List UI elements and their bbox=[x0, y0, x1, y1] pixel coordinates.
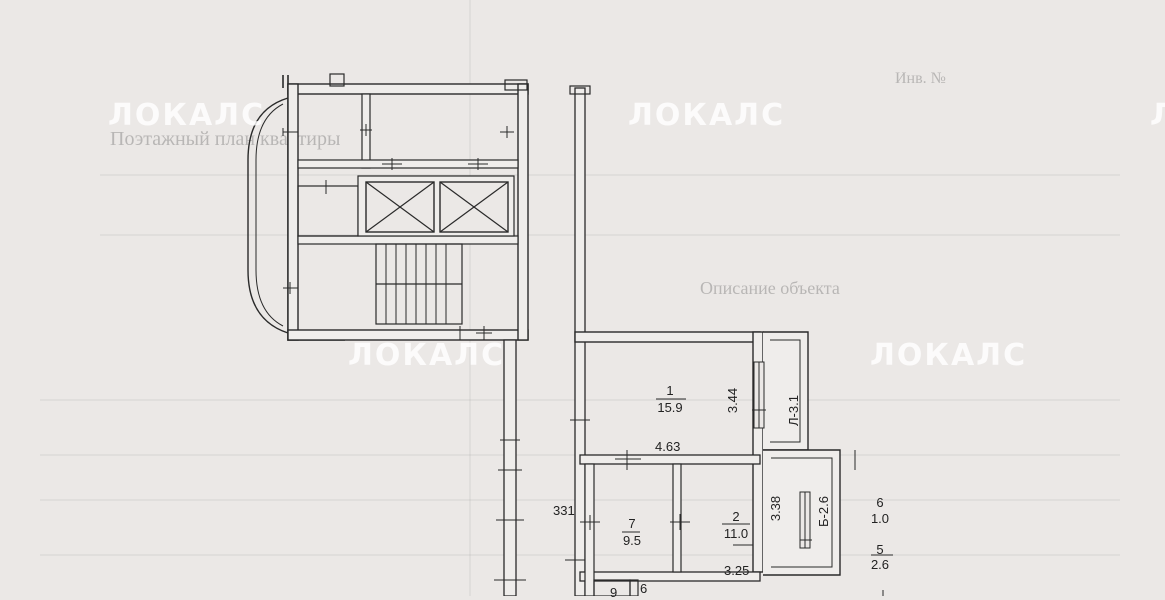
dimension-331: 331 bbox=[553, 503, 575, 518]
room-6-area: 1.0 bbox=[870, 511, 890, 526]
dimension-3-44: 3.44 bbox=[725, 387, 741, 414]
room-7-number: 7 bbox=[628, 516, 636, 531]
plan-walls bbox=[247, 73, 884, 596]
watermark-top-right: ЛОКАЛС bbox=[1150, 98, 1165, 133]
room-5-area: 2.6 bbox=[870, 557, 890, 572]
watermark-middle-right: ЛОКАЛС bbox=[870, 338, 1028, 373]
room-2-area: 11.0 bbox=[723, 526, 749, 541]
dimension-4-63: 4.63 bbox=[655, 439, 681, 454]
dimension-3-38: 3.38 bbox=[768, 495, 784, 522]
watermark-top-center: ЛОКАЛС bbox=[628, 98, 786, 133]
watermark-top-left: ЛОКАЛС bbox=[108, 98, 266, 133]
room-5-number: 5 bbox=[876, 542, 884, 557]
room-1-number: 1 bbox=[666, 383, 674, 398]
room-6-number: 6 bbox=[876, 495, 884, 510]
balcony-label: Б-2.6 bbox=[815, 496, 831, 527]
room-7-area: 9.5 bbox=[622, 533, 642, 548]
dimension-3-25: 3.25 bbox=[724, 563, 750, 578]
watermark-middle-left: ЛОКАЛС bbox=[348, 338, 506, 373]
room-2-number: 2 bbox=[732, 509, 740, 524]
background-form-text-1: Инв. № bbox=[895, 70, 946, 87]
room-1-area: 15.9 bbox=[657, 400, 683, 415]
room-6-partial-label: 6 bbox=[640, 581, 648, 596]
room-9-partial-label: 9 bbox=[610, 585, 618, 600]
background-form-text-3: Описание объекта bbox=[700, 278, 840, 298]
dimension-lines bbox=[622, 398, 893, 556]
loggia-label: Л-3.1 bbox=[785, 395, 801, 426]
